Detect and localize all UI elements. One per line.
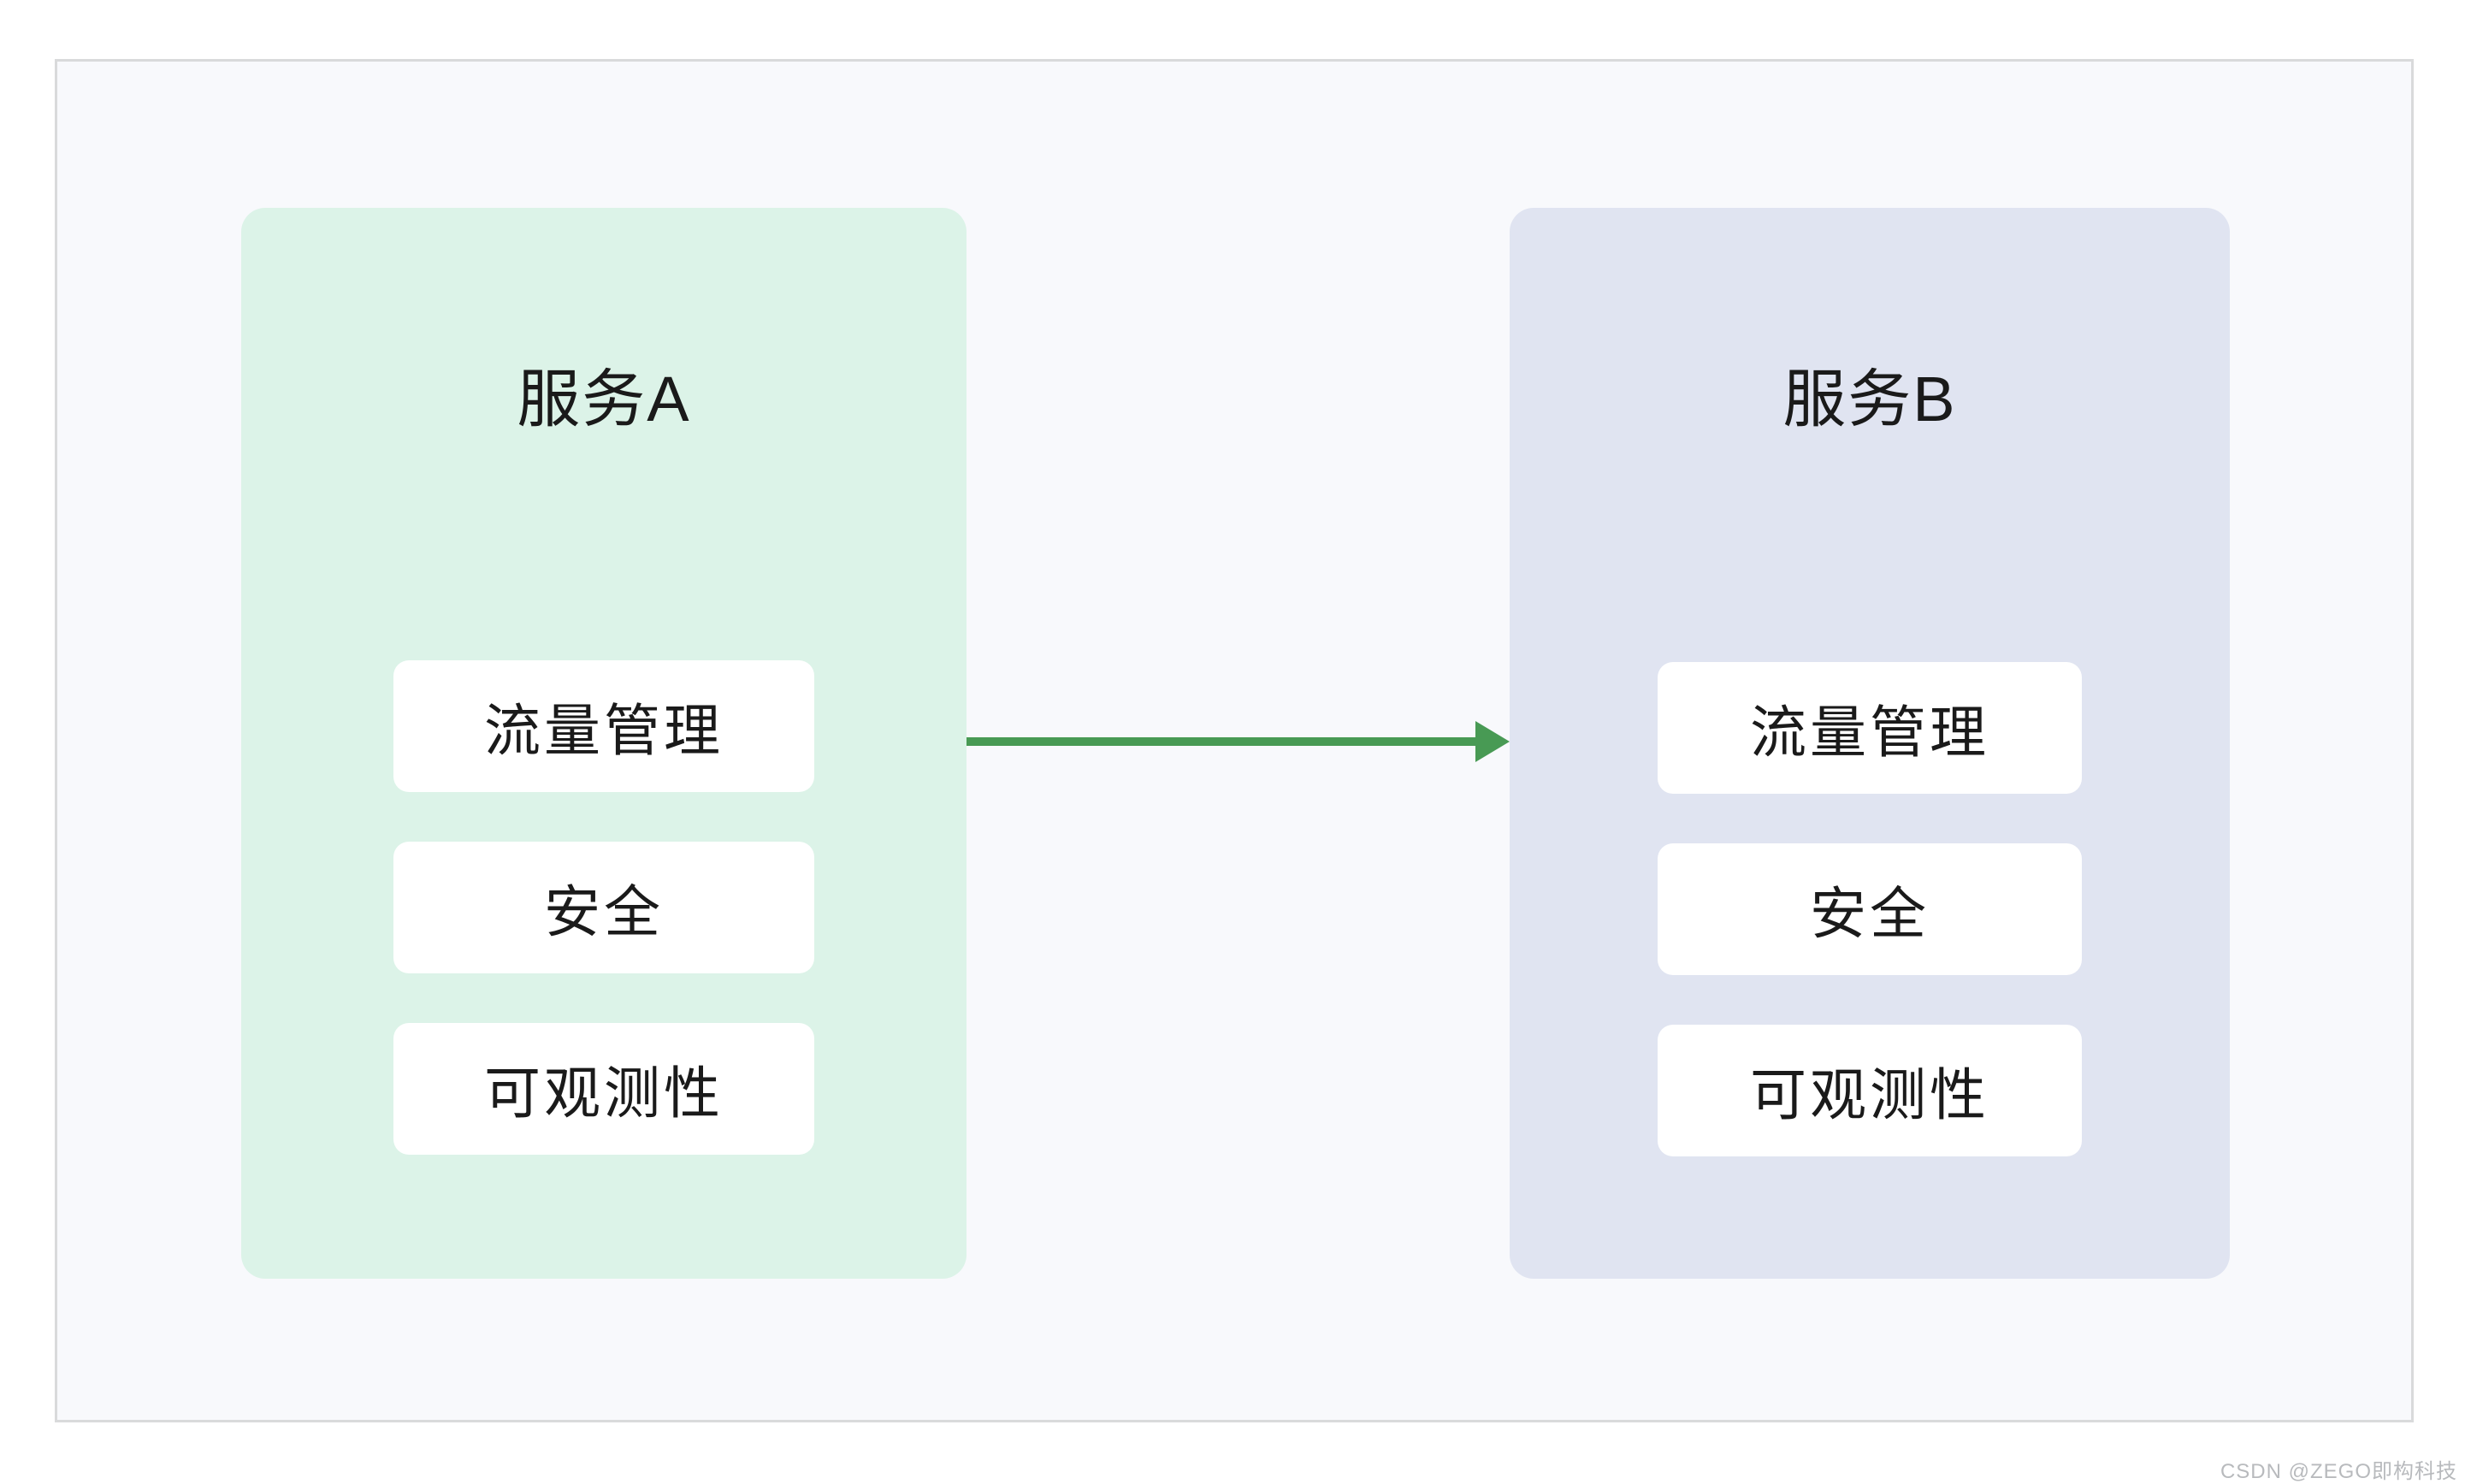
service-b-box: 服务B 流量管理 安全 可观测性 [1510, 208, 2230, 1279]
csdn-watermark: CSDN @ZEGO即构科技 [2220, 1460, 2457, 1483]
service-b-item-observability: 可观测性 [1658, 1025, 2082, 1156]
service-a-title: 服务A [517, 364, 691, 435]
service-a-items: 流量管理 安全 可观测性 [241, 660, 967, 1155]
service-a-item-security: 安全 [393, 842, 814, 973]
service-b-item-traffic-management: 流量管理 [1658, 662, 2082, 794]
service-b-title: 服务B [1782, 364, 1957, 435]
service-b-items: 流量管理 安全 可观测性 [1510, 662, 2230, 1156]
service-a-item-traffic-management: 流量管理 [393, 660, 814, 792]
arrow-a-to-b-icon [967, 721, 1510, 762]
service-b-item-security: 安全 [1658, 843, 2082, 975]
arrow-head [1475, 721, 1510, 762]
service-a-item-observability: 可观测性 [393, 1023, 814, 1155]
service-a-box: 服务A 流量管理 安全 可观测性 [241, 208, 967, 1279]
